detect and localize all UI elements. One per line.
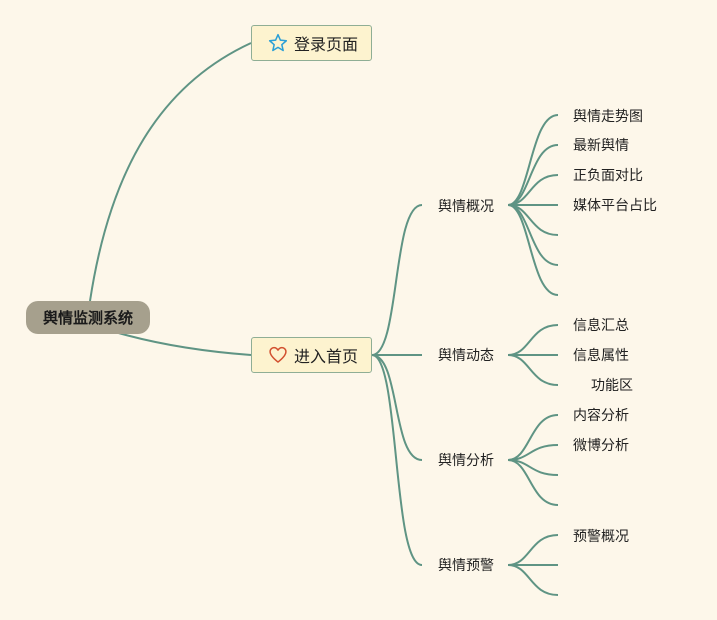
link-branch-3-leaf-2 — [507, 564, 559, 596]
link-home-branch-3 — [371, 354, 423, 566]
leaf-content-analysis[interactable]: 内容分析 — [573, 408, 629, 424]
link-branch-0-leaf-0 — [507, 114, 559, 206]
leaf-pos-neg-compare[interactable]: 正负面对比 — [573, 168, 643, 184]
star-icon — [268, 33, 288, 52]
home-page-node[interactable]: 进入首页 — [251, 337, 372, 373]
login-page-label: 登录页面 — [294, 35, 359, 54]
branch-analysis-label[interactable]: 舆情分析 — [438, 453, 494, 469]
leaf-info-summary[interactable]: 信息汇总 — [573, 318, 629, 334]
link-branch-2-leaf-0 — [507, 414, 559, 461]
leaf-trend-chart[interactable]: 舆情走势图 — [573, 109, 643, 125]
link-branch-1-leaf-2 — [507, 354, 559, 386]
leaf-weibo-analysis[interactable]: 微博分析 — [573, 438, 629, 454]
leaf-function-area[interactable]: 功能区 — [591, 378, 633, 394]
link-branch-0-leaf-6 — [507, 204, 559, 296]
leaf-warning-overview[interactable]: 预警概况 — [573, 529, 629, 545]
link-root-home — [114, 331, 252, 356]
link-branch-3-leaf-0 — [507, 534, 559, 566]
branch-dynamics-label[interactable]: 舆情动态 — [438, 348, 494, 364]
leaf-media-platform-share[interactable]: 媒体平台占比 — [573, 198, 657, 214]
link-branch-1-leaf-0 — [507, 324, 559, 356]
link-home-branch-0 — [371, 204, 423, 356]
link-branch-2-leaf-3 — [507, 459, 559, 506]
link-home-branch-2 — [371, 354, 423, 461]
heart-icon — [269, 346, 287, 363]
link-branch-0-leaf-1 — [507, 144, 559, 206]
branch-warning-label[interactable]: 舆情预警 — [438, 558, 494, 574]
leaf-latest-opinion[interactable]: 最新舆情 — [573, 138, 629, 154]
branch-overview-label[interactable]: 舆情概况 — [438, 199, 494, 215]
home-page-label: 进入首页 — [294, 347, 359, 366]
root-node[interactable]: 舆情监测系统 — [26, 301, 150, 334]
root-label: 舆情监测系统 — [42, 309, 133, 327]
leaf-info-attributes[interactable]: 信息属性 — [573, 348, 629, 364]
link-root-login — [89, 42, 252, 302]
login-page-node[interactable]: 登录页面 — [251, 25, 372, 61]
